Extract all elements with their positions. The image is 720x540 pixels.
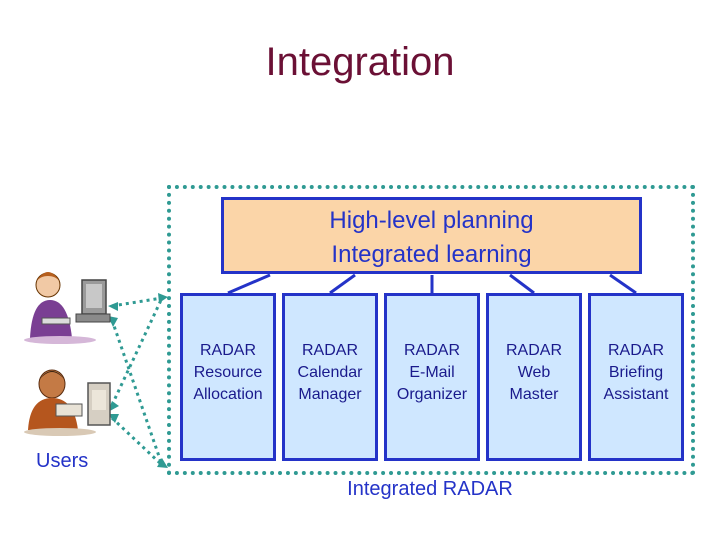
connector-line (227, 273, 271, 295)
users-label: Users (36, 450, 89, 472)
integrated-radar-caption: Integrated RADAR (347, 478, 513, 500)
connector-line (329, 273, 356, 295)
module-resource-allocation: RADAR Resource Allocation (180, 293, 276, 461)
module-line: RADAR (301, 342, 358, 359)
module-email-organizer: RADAR E-Mail Organizer (384, 293, 480, 461)
module-web-master: RADAR Web Master (486, 293, 582, 461)
module-line: Calendar (297, 364, 363, 381)
high-level-planning-box: High-level planning Integrated learning (221, 197, 642, 274)
connector-line (609, 273, 637, 295)
module-line: RADAR (505, 342, 562, 359)
users-arrows (110, 296, 164, 467)
module-line: Briefing (608, 364, 664, 381)
woman-at-computer-icon (24, 272, 111, 344)
module-line: Resource (193, 364, 263, 381)
slide-title: Integration (265, 40, 455, 84)
integrated-radar-boundary (167, 185, 695, 475)
module-line: Manager (298, 386, 362, 403)
top-box-line-2: Integrated learning (331, 241, 532, 268)
module-line: RADAR (199, 342, 256, 359)
module-line: Allocation (193, 386, 263, 403)
top-box-line-1: High-level planning (329, 207, 534, 234)
module-calendar-manager: RADAR Calendar Manager (282, 293, 378, 461)
module-line: E-Mail (409, 364, 455, 381)
module-line: Organizer (396, 386, 468, 403)
man-at-computer-icon (24, 369, 111, 436)
module-line: RADAR (403, 342, 460, 359)
module-line: RADAR (607, 342, 664, 359)
module-briefing-assistant: RADAR Briefing Assistant (588, 293, 684, 461)
module-line: Master (509, 386, 559, 403)
module-line: Assistant (603, 386, 669, 403)
module-line: Web (517, 364, 551, 381)
connector-line (509, 273, 535, 295)
